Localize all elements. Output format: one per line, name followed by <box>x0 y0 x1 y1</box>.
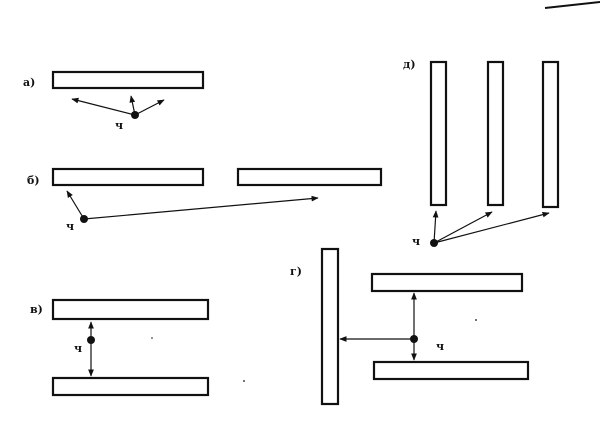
panel-g-rod-bottom <box>372 360 530 381</box>
panel-g-point-label: ч <box>436 340 444 353</box>
panel-d-arrow-2 <box>433 211 493 244</box>
panel-d: д) ч <box>403 58 560 248</box>
panel-b-point <box>80 215 88 223</box>
panel-b-point-label: ч <box>66 220 74 233</box>
panel-v-point-label: ч <box>74 342 82 355</box>
panel-a: а) ч <box>23 70 205 132</box>
panel-b-label: б) <box>27 174 40 187</box>
speck <box>475 319 477 321</box>
panel-b-arrow-short <box>66 190 85 220</box>
panel-a-arrow-right <box>134 99 165 116</box>
panel-b: б) ч <box>27 167 383 233</box>
panel-v-label: в) <box>30 303 43 316</box>
panel-g-rod-top <box>370 272 524 293</box>
speck <box>151 337 153 339</box>
speck <box>243 380 245 382</box>
panel-a-point-label: ч <box>115 119 123 132</box>
panel-b-arrow-long <box>83 195 319 220</box>
panel-g-label: г) <box>290 265 302 278</box>
panel-d-arrow-1 <box>432 210 439 244</box>
panel-v: в) ч <box>30 298 210 397</box>
panel-v-rod-bottom <box>51 376 210 397</box>
panel-b-rod-left <box>51 167 205 187</box>
panel-d-rod-1 <box>429 60 448 207</box>
panel-v-point <box>87 336 95 344</box>
panel-v-rod-top <box>51 298 210 321</box>
panel-d-point-label: ч <box>412 235 420 248</box>
panel-g-point <box>410 335 418 343</box>
corner-smudge <box>544 1 600 9</box>
panel-a-label: а) <box>23 76 35 89</box>
panel-b-rod-right <box>236 167 383 187</box>
panel-a-arrow-left <box>71 97 136 116</box>
panel-d-label: д) <box>403 58 416 71</box>
panel-d-rod-3 <box>541 60 560 209</box>
panel-a-point <box>131 111 139 119</box>
panel-g: г) ч <box>290 247 530 406</box>
panel-g-rod-vertical <box>320 247 340 406</box>
panel-d-rod-2 <box>486 60 505 207</box>
panel-a-rod <box>51 70 205 90</box>
panel-d-arrow-3 <box>433 211 550 244</box>
panel-d-point <box>430 239 438 247</box>
